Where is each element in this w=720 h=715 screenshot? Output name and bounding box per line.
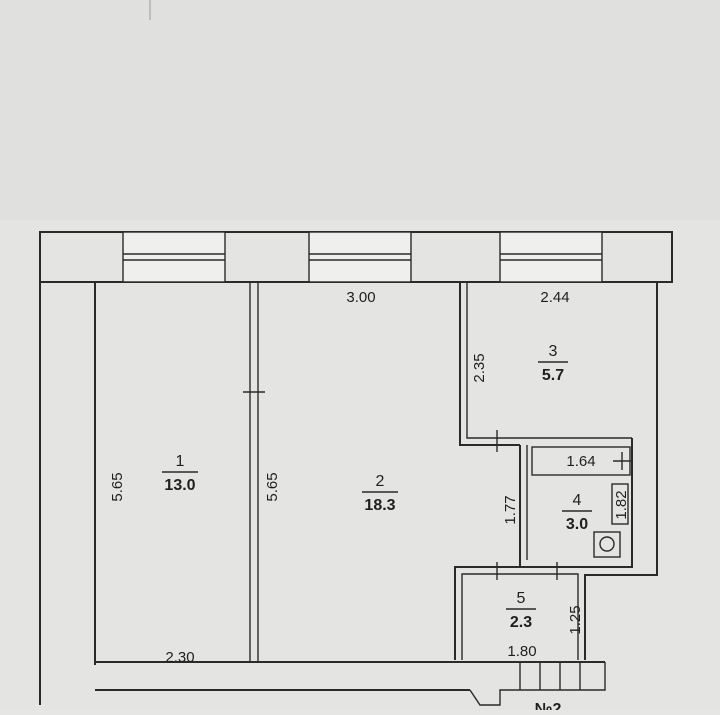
room3-wall [459, 282, 520, 446]
room-3-label: 3 5.7 [538, 343, 568, 384]
room2-width-label: 3.00 [346, 289, 375, 306]
room-1-area: 13.0 [164, 477, 195, 494]
room3-width-label: 2.44 [540, 289, 569, 306]
room5-width-label: 1.80 [507, 643, 536, 660]
toilet-box [593, 531, 621, 558]
room-5-label: 5 2.3 [506, 590, 536, 631]
right-wall [584, 281, 658, 660]
room3-height-label: 2.35 [471, 353, 488, 382]
room1-height-label: 5.65 [109, 472, 126, 501]
room-5-number: 5 [517, 590, 526, 607]
room-2-area: 18.3 [364, 497, 395, 514]
room-1-number: 1 [176, 453, 185, 470]
room-4-area: 3.0 [566, 516, 588, 533]
toilet-icon [599, 536, 615, 552]
partition-room1-room2 [243, 282, 265, 662]
room1-width-label: 2.30 [165, 649, 194, 666]
room-4-label: 4 3.0 [562, 492, 592, 533]
window-3 [499, 231, 603, 283]
window-1 [122, 231, 226, 283]
room-3-area: 5.7 [542, 367, 564, 384]
room5-inner-wall [461, 573, 579, 660]
room2-height-label: 5.65 [264, 472, 281, 501]
room-3-number: 3 [549, 343, 558, 360]
room-1-label: 1 13.0 [162, 453, 198, 494]
room5-height-label: 1.25 [567, 605, 584, 634]
window-2 [308, 231, 412, 283]
room5-wall [454, 566, 585, 660]
paper-shade [0, 0, 720, 220]
room-2-number: 2 [376, 473, 385, 490]
room4-side-box [611, 483, 629, 525]
room3-inner-wall [466, 282, 632, 439]
bottom-wall [95, 661, 606, 706]
room-4-number: 4 [573, 492, 582, 509]
room-2-label: 2 18.3 [362, 473, 398, 514]
footer-number: №2 [535, 701, 562, 710]
room4-width-label: 1.64 [566, 453, 595, 470]
room4-height-label: 1.77 [502, 495, 519, 524]
room-5-area: 2.3 [510, 614, 532, 631]
room4-side-label: 1.82 [613, 490, 630, 519]
